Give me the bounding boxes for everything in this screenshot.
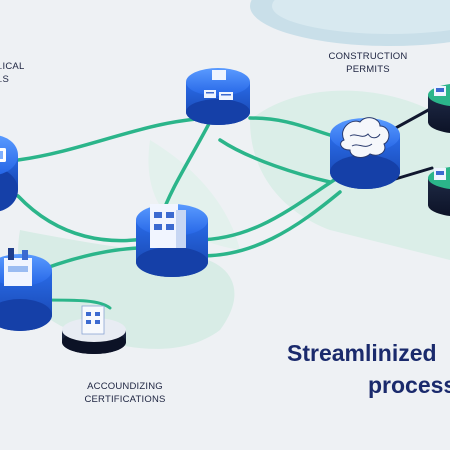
node-bottom-left bbox=[0, 248, 52, 331]
node-bottom-small bbox=[62, 305, 126, 354]
node-top-left bbox=[0, 135, 18, 212]
connector-line bbox=[390, 166, 434, 182]
top-left-label: ...ICAL ...S bbox=[0, 61, 25, 85]
construction-permits-label: CONSTRUCTION PERMITS bbox=[328, 51, 408, 75]
headline-line-2: process bbox=[368, 372, 450, 398]
monitor-icon bbox=[0, 148, 6, 162]
node-edge-bottom bbox=[428, 166, 450, 217]
factory-icon bbox=[4, 248, 32, 286]
node-center bbox=[136, 204, 208, 277]
certifications-label: ACCOUNDIZING CERTIFICATIONS bbox=[84, 381, 166, 405]
connector-line bbox=[16, 116, 220, 162]
building-icon bbox=[81, 305, 105, 335]
node-right bbox=[330, 117, 400, 189]
connector-line bbox=[194, 168, 352, 242]
node-edge-top bbox=[428, 83, 450, 134]
connector-line bbox=[390, 106, 434, 132]
brain-icon bbox=[340, 117, 390, 158]
building-icon bbox=[150, 204, 186, 248]
connector-line bbox=[16, 194, 152, 243]
server-rack-icon bbox=[204, 70, 233, 100]
connector-line bbox=[218, 138, 332, 184]
headline-line-1: Streamlinized bbox=[287, 340, 437, 366]
node-top-center bbox=[186, 68, 250, 125]
connector-line bbox=[186, 190, 342, 258]
